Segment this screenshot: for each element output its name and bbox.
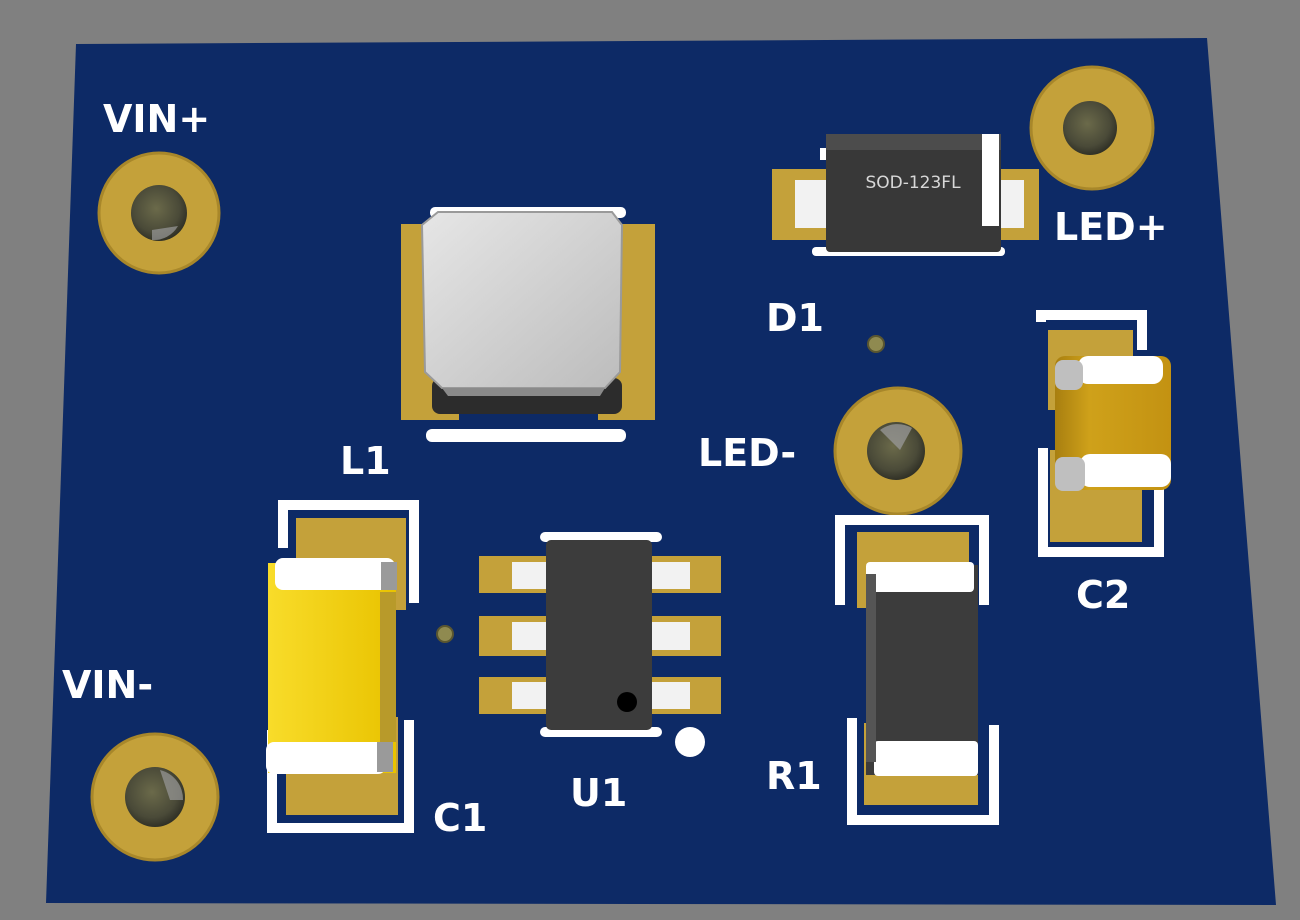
inductor-l1 bbox=[401, 207, 655, 442]
label-led-minus: LED- bbox=[698, 431, 796, 475]
label-u1: U1 bbox=[570, 771, 627, 815]
led-minus-pad bbox=[833, 386, 963, 516]
label-vin-plus: VIN+ bbox=[103, 97, 210, 141]
led-plus-pad bbox=[1029, 65, 1155, 191]
via bbox=[436, 625, 454, 643]
label-l1: L1 bbox=[340, 439, 391, 483]
pin1-marker bbox=[675, 727, 705, 757]
label-c2: C2 bbox=[1076, 573, 1130, 617]
label-led-plus: LED+ bbox=[1054, 205, 1168, 249]
label-d1: D1 bbox=[766, 296, 824, 340]
label-c1: C1 bbox=[433, 796, 487, 840]
via bbox=[867, 335, 885, 353]
vin-minus-pad bbox=[90, 732, 220, 862]
diode-marking: SOD-123FL bbox=[865, 173, 961, 193]
label-vin-minus: VIN- bbox=[62, 663, 153, 707]
capacitor-c2 bbox=[1036, 310, 1171, 557]
vin-plus-pad bbox=[97, 151, 221, 275]
capacitor-c1 bbox=[266, 500, 419, 833]
label-r1: R1 bbox=[766, 754, 822, 798]
ic-u1 bbox=[479, 532, 721, 757]
diode-d1: SOD-123FL bbox=[772, 134, 1039, 256]
resistor-r1 bbox=[835, 515, 999, 825]
